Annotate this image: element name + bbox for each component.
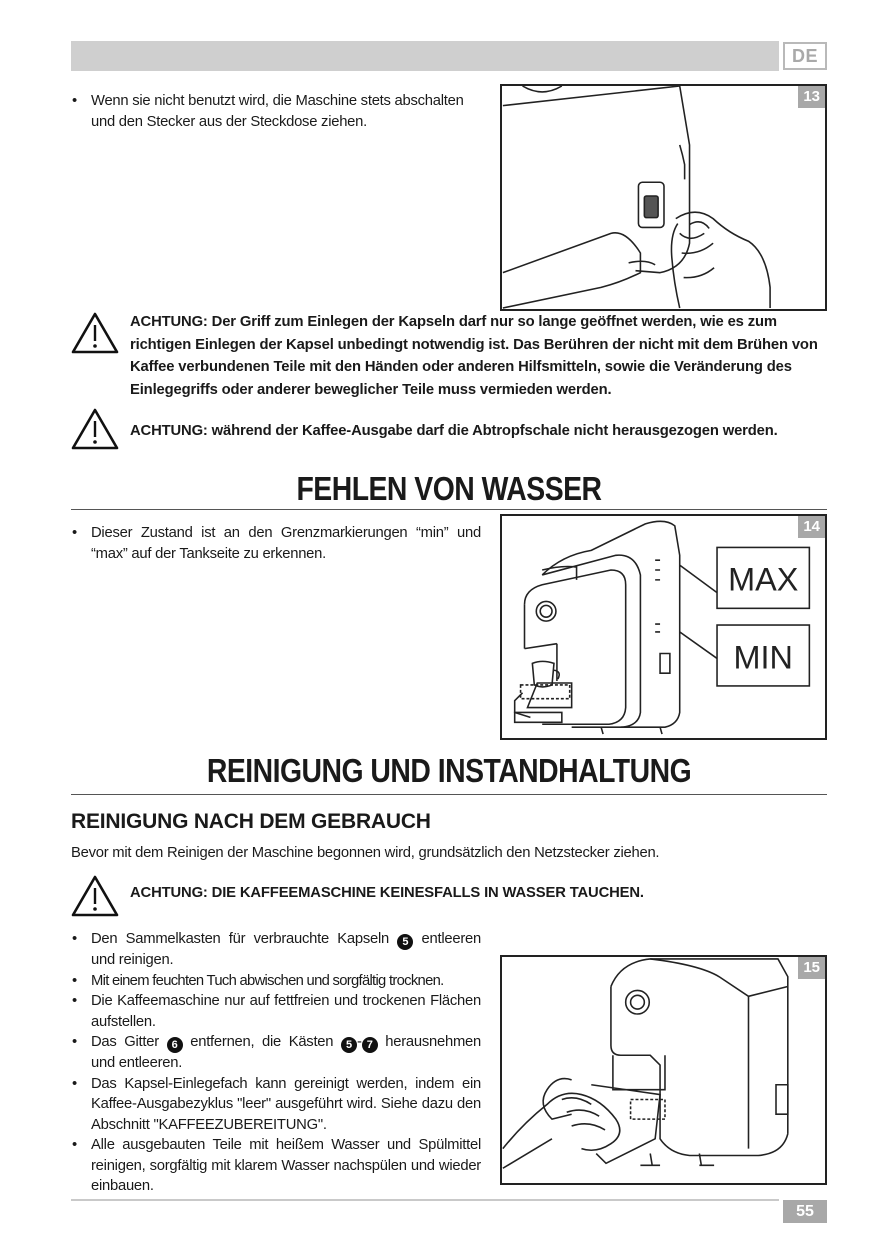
figure-number: 15 xyxy=(798,957,825,979)
switch-off-list: Wenn sie nicht benutzt wird, die Maschin… xyxy=(71,91,481,132)
list-item: Die Kaffeemaschine nur auf fettfreien un… xyxy=(71,991,481,1032)
warning-drip-tray: ACHTUNG: während der Kaffee-Ausgabe darf… xyxy=(71,407,827,451)
reference-number-badge: 5 xyxy=(397,934,414,950)
warning-capsule-handle: ACHTUNG: Der Griff zum Einlegen der Kaps… xyxy=(71,311,827,401)
figure-number: 14 xyxy=(798,516,825,538)
section-title-cleaning: REINIGUNG UND INSTANDHALTUNG xyxy=(206,752,692,789)
warning-triangle-icon xyxy=(71,408,119,450)
section-rule xyxy=(71,794,827,795)
subsection-title: REINIGUNG NACH DEM GEBRAUCH xyxy=(71,810,431,833)
figure-13: 13 xyxy=(500,84,827,311)
figure-14: MAX MIN 14 xyxy=(500,514,827,740)
warning-triangle-icon xyxy=(71,312,119,354)
cleaning-list: Den Sammelkasten für verbrauchte Kapseln… xyxy=(71,929,481,1197)
section-title-water: FEHLEN VON WASSER xyxy=(296,470,602,507)
machine-tank-illustration: MAX MIN xyxy=(513,520,811,735)
page-number: 55 xyxy=(783,1200,827,1223)
list-item: Alle ausgebauten Teile mit heißem Wasser… xyxy=(71,1135,481,1197)
list-item: Den Sammelkasten für verbrauchte Kapseln… xyxy=(71,929,481,971)
warning-no-immersion: ACHTUNG: DIE KAFFEEMASCHINE KEINESFALLS … xyxy=(71,874,827,918)
list-item: Das Gitter 6 entfernen, die Kästen 5-7 h… xyxy=(71,1032,481,1074)
footer-line xyxy=(71,1199,779,1201)
warning-text: ACHTUNG: Der Griff zum Einlegen der Kaps… xyxy=(130,314,818,398)
list-item: Dieser Zustand ist an den Grenzmarkierun… xyxy=(71,523,481,564)
list-item: Wenn sie nicht benutzt wird, die Maschin… xyxy=(71,91,481,132)
intro-paragraph: Bevor mit dem Reinigen der Maschine bego… xyxy=(71,845,660,861)
figure-15: 15 xyxy=(500,955,827,1185)
warning-triangle-icon xyxy=(71,875,119,917)
machine-cleaning-illustration xyxy=(502,958,789,1169)
max-label: MAX xyxy=(728,562,798,598)
figure-number: 13 xyxy=(798,86,825,108)
header-bar xyxy=(71,41,779,71)
list-item: Das Kapsel-Einlegefach kann gereinigt we… xyxy=(71,1074,481,1136)
water-list: Dieser Zustand ist an den Grenzmarkierun… xyxy=(71,523,481,564)
warning-text: ACHTUNG: DIE KAFFEEMASCHINE KEINESFALLS … xyxy=(130,885,644,901)
language-badge: DE xyxy=(783,42,827,70)
list-item: Mit einem feuchten Tuch abwischen und so… xyxy=(71,971,481,992)
machine-switch-illustration xyxy=(502,86,771,309)
warning-text: ACHTUNG: während der Kaffee-Ausgabe darf… xyxy=(130,423,778,439)
reference-number-badge: 5 xyxy=(340,1037,357,1053)
section-rule xyxy=(71,509,827,510)
reference-number-badge: 6 xyxy=(166,1037,183,1053)
reference-number-badge: 7 xyxy=(361,1037,378,1053)
min-label: MIN xyxy=(734,639,793,675)
